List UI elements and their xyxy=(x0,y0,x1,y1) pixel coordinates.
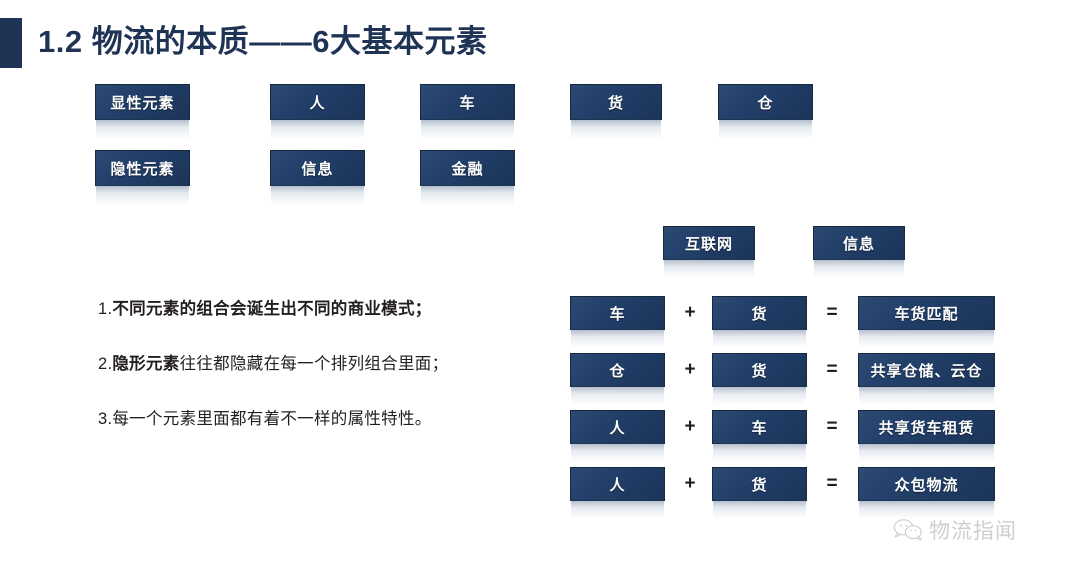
bullet-item-2: 2.隐形元素往往都隐藏在每一个排列组合里面； xyxy=(98,350,448,374)
element-box-label: 人 xyxy=(309,94,326,112)
equation-right-label: 货 xyxy=(751,305,768,323)
equation-left-label: 人 xyxy=(609,476,626,494)
element-box-label: 仓 xyxy=(757,94,774,112)
wechat-icon xyxy=(893,517,923,543)
element-box-label: 金融 xyxy=(451,160,484,178)
equation-1-right-box[interactable]: 货 xyxy=(712,296,807,352)
equation-2-result-box[interactable]: 共享仓储、云仓 xyxy=(858,353,995,409)
title-accent-bar xyxy=(0,18,22,68)
equation-4-equals-symbol: = xyxy=(826,473,838,494)
equation-2-left-box[interactable]: 仓 xyxy=(570,353,665,409)
equation-4-right-box[interactable]: 货 xyxy=(712,467,807,523)
equation-1-result-box[interactable]: 车货匹配 xyxy=(858,296,995,352)
element-box-label: 显性元素 xyxy=(110,94,175,112)
equation-result-label: 众包物流 xyxy=(894,476,959,494)
element-box-huo[interactable]: 货 xyxy=(570,84,662,143)
equation-1-left-box[interactable]: 车 xyxy=(570,296,665,352)
equation-right-label: 车 xyxy=(751,419,768,437)
bullet-index: 2. xyxy=(98,355,113,373)
bullet-rest-text: 每一个元素里面都有着不一样的属性特性。 xyxy=(112,410,432,428)
watermark-label: 物流指闻 xyxy=(929,520,1017,543)
equation-2-equals-symbol: = xyxy=(826,359,838,380)
equation-result-label: 共享货车租赁 xyxy=(878,419,975,437)
bullet-index: 3. xyxy=(98,410,113,428)
element-box-che[interactable]: 车 xyxy=(420,84,515,143)
page-title: 1.2 物流的本质——6大基本元素 xyxy=(38,24,488,59)
bullet-bold-text: 隐形元素 xyxy=(112,355,180,373)
element-box-label: 货 xyxy=(607,94,624,112)
element-box-yinxingyuansu[interactable]: 隐性元素 xyxy=(95,150,190,209)
bullet-rest-text: 往往都隐藏在每一个排列组合里面； xyxy=(179,355,449,373)
equation-2-plus-symbol: + xyxy=(684,359,696,380)
enabler-box-label: 互联网 xyxy=(684,235,733,253)
equation-3-plus-symbol: + xyxy=(684,416,696,437)
equation-result-label: 车货匹配 xyxy=(894,305,959,323)
equation-3-right-box[interactable]: 车 xyxy=(712,410,807,466)
bullet-item-3: 3.每一个元素里面都有着不一样的属性特性。 xyxy=(98,405,432,429)
equation-left-label: 仓 xyxy=(609,362,626,380)
element-box-label: 车 xyxy=(459,94,476,112)
element-box-ren[interactable]: 人 xyxy=(270,84,365,143)
equation-left-label: 车 xyxy=(609,305,626,323)
equation-left-label: 人 xyxy=(609,419,626,437)
bullet-item-1: 1.不同元素的组合会诞生出不同的商业模式； xyxy=(98,295,432,319)
equation-3-result-box[interactable]: 共享货车租赁 xyxy=(858,410,995,466)
equation-3-left-box[interactable]: 人 xyxy=(570,410,665,466)
equation-4-plus-symbol: + xyxy=(684,473,696,494)
watermark: 物流指闻 xyxy=(893,515,1017,545)
equation-right-label: 货 xyxy=(751,476,768,494)
equation-1-plus-symbol: + xyxy=(684,302,696,323)
element-box-label: 信息 xyxy=(301,160,334,178)
enabler-box-hulianwang[interactable]: 互联网 xyxy=(663,226,755,282)
bullet-bold-text: 不同元素的组合会诞生出不同的商业模式； xyxy=(112,300,432,318)
element-box-cang[interactable]: 仓 xyxy=(718,84,813,143)
equation-2-right-box[interactable]: 货 xyxy=(712,353,807,409)
element-box-xinxi[interactable]: 信息 xyxy=(270,150,365,209)
equation-3-equals-symbol: = xyxy=(826,416,838,437)
enabler-box-label: 信息 xyxy=(842,235,875,253)
enabler-box-xinxi[interactable]: 信息 xyxy=(813,226,905,282)
equation-4-left-box[interactable]: 人 xyxy=(570,467,665,523)
bullet-index: 1. xyxy=(98,300,113,318)
element-box-label: 隐性元素 xyxy=(110,160,175,178)
equation-1-equals-symbol: = xyxy=(826,302,838,323)
equation-right-label: 货 xyxy=(751,362,768,380)
equation-4-result-box[interactable]: 众包物流 xyxy=(858,467,995,523)
equation-result-label: 共享仓储、云仓 xyxy=(870,362,983,380)
element-box-jinrong[interactable]: 金融 xyxy=(420,150,515,209)
element-box-xianxingyuansu[interactable]: 显性元素 xyxy=(95,84,190,143)
